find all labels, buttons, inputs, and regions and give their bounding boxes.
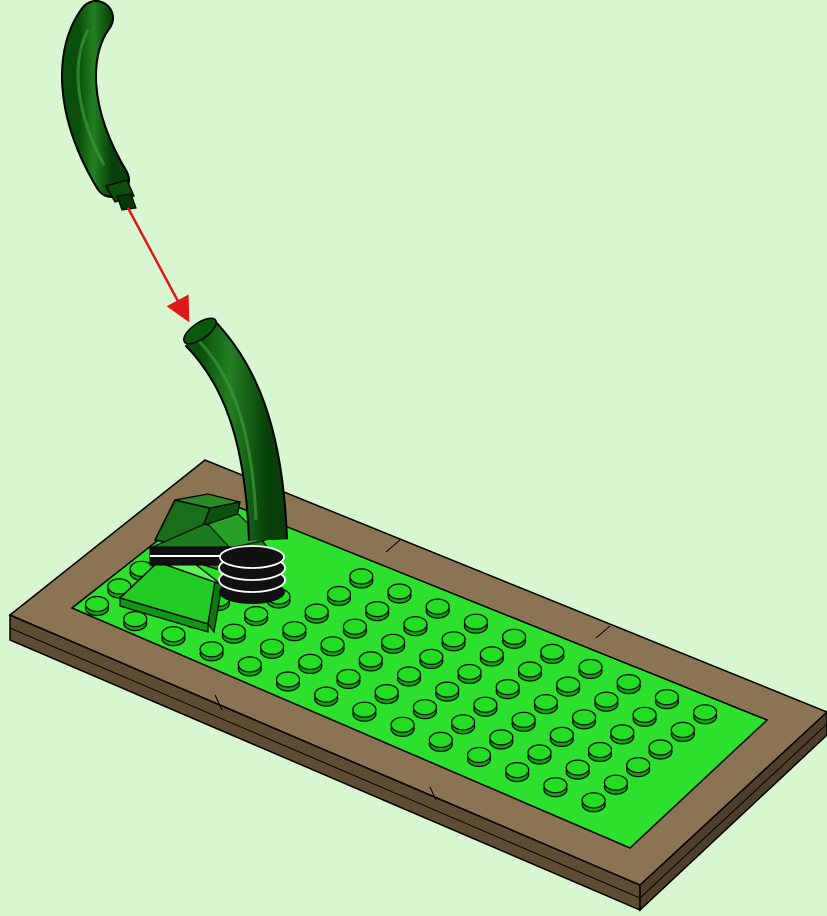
stud xyxy=(464,614,487,633)
stud xyxy=(503,629,526,648)
stud xyxy=(671,722,694,741)
stud xyxy=(388,584,411,603)
stud xyxy=(359,652,382,671)
stud xyxy=(490,730,513,749)
stud xyxy=(566,760,589,779)
stud xyxy=(261,639,284,658)
stud xyxy=(519,662,542,681)
stud xyxy=(534,695,557,714)
stud xyxy=(436,682,459,701)
stud xyxy=(124,612,147,631)
stud xyxy=(627,758,650,777)
stud xyxy=(480,647,503,666)
stud xyxy=(474,697,497,716)
stud xyxy=(404,617,427,636)
stud xyxy=(353,702,376,721)
stud xyxy=(442,632,465,651)
stud xyxy=(541,644,564,663)
stud xyxy=(426,599,449,618)
stud xyxy=(413,700,436,719)
stud xyxy=(452,715,475,734)
stud xyxy=(506,763,529,782)
stud xyxy=(382,634,405,653)
stud xyxy=(544,778,567,797)
stud xyxy=(86,597,109,616)
stud xyxy=(328,587,351,606)
stud xyxy=(611,725,634,744)
stud xyxy=(617,675,640,694)
stud xyxy=(589,743,612,762)
stud xyxy=(458,665,481,684)
stud xyxy=(496,680,519,699)
stud xyxy=(582,793,605,812)
stud xyxy=(391,717,414,736)
stud xyxy=(222,624,245,643)
stud xyxy=(694,705,717,724)
stud xyxy=(200,642,223,661)
stud xyxy=(573,710,596,729)
stud xyxy=(337,670,360,689)
stud xyxy=(420,649,443,668)
stud xyxy=(468,748,491,767)
stud xyxy=(655,690,678,709)
stud xyxy=(512,712,535,731)
stud xyxy=(595,692,618,711)
stud xyxy=(429,732,452,751)
assembly-arrow xyxy=(128,208,187,318)
stud xyxy=(375,685,398,704)
stud xyxy=(649,740,672,759)
bent-tube-segment xyxy=(78,18,136,210)
stud xyxy=(579,660,602,679)
stud xyxy=(633,707,656,726)
stud xyxy=(162,627,185,646)
stud xyxy=(245,607,268,626)
stud xyxy=(238,657,261,676)
stud xyxy=(528,745,551,764)
stud xyxy=(604,775,627,794)
stud xyxy=(305,604,328,623)
stud xyxy=(343,619,366,638)
stud xyxy=(277,672,300,691)
stud xyxy=(550,727,573,746)
stud xyxy=(321,637,344,656)
stud xyxy=(398,667,421,686)
stud xyxy=(557,677,580,696)
stud xyxy=(366,602,389,621)
stud xyxy=(283,622,306,641)
stud xyxy=(315,687,338,706)
stud xyxy=(299,654,322,673)
stud xyxy=(350,569,373,588)
